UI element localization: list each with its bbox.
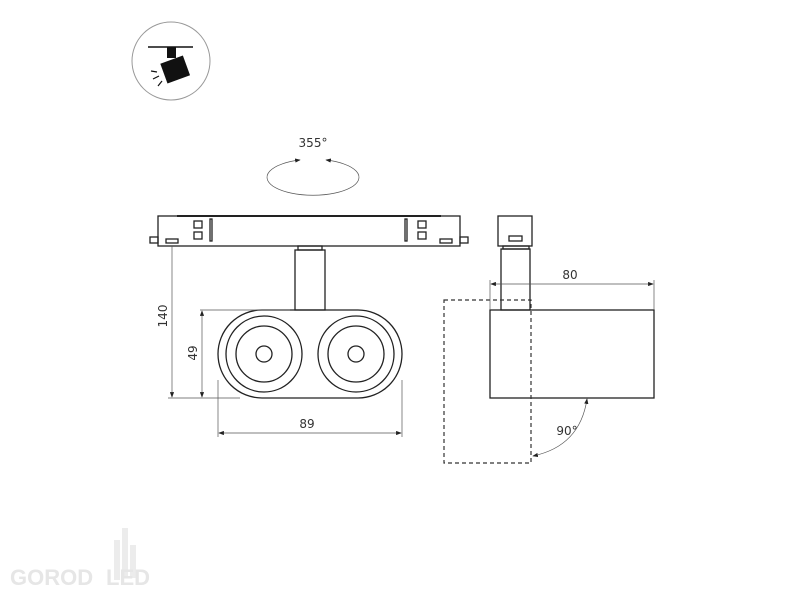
height-total-label: 140 xyxy=(156,305,170,328)
tilt-indicator: 90° xyxy=(532,398,589,458)
tilt-arrow-icon xyxy=(532,398,589,458)
rotation-arrow-icon xyxy=(266,158,360,196)
dimension-140: 140 xyxy=(156,246,240,399)
tilt-label: 90° xyxy=(556,424,577,438)
rotation-indicator: 355° xyxy=(266,136,360,196)
height-head-label: 49 xyxy=(186,345,200,360)
logo-text: GOROD xyxy=(10,565,93,590)
side-view xyxy=(443,215,655,464)
rotation-label: 355° xyxy=(299,136,328,150)
dimension-80: 80 xyxy=(489,268,655,310)
gorodled-logo: GOROD LED xyxy=(10,528,150,590)
width-head-label: 89 xyxy=(299,417,314,431)
track-spot-icon xyxy=(131,21,211,101)
dimension-89: 89 xyxy=(217,380,403,437)
depth-head-label: 80 xyxy=(562,268,577,282)
logo-suffix: LED xyxy=(106,565,150,590)
tilted-head-outline xyxy=(443,299,532,464)
front-view xyxy=(149,215,469,399)
dimension-49: 49 xyxy=(186,309,290,398)
